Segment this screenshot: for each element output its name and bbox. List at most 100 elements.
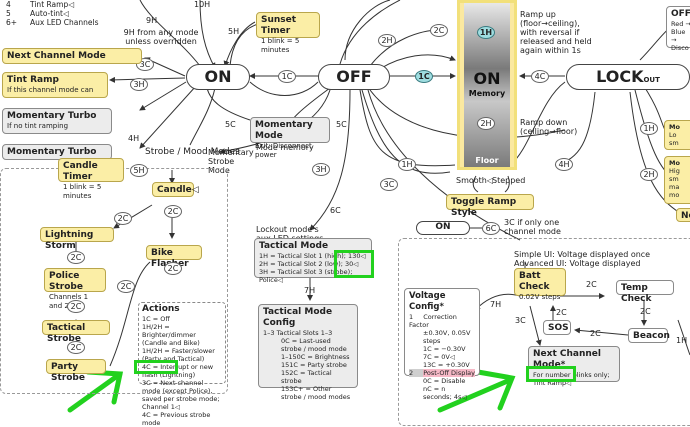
right-mom-box-1[interactable]: Mo Lo sm [664, 120, 690, 150]
edge-label-5h-sunset: 5H [228, 27, 240, 36]
table-row: 5 [6, 9, 11, 18]
ramp-floor-label: Floor [475, 156, 499, 165]
right-off-line: Blue → [671, 28, 686, 44]
toggle-ramp-box[interactable]: Toggle Ramp Style [446, 194, 534, 218]
highlight-tactical-defaults [334, 250, 374, 278]
edge-label-2c-lightning: 2C [114, 212, 132, 225]
tactical-mode-box[interactable]: Tactical Mode 1H = Tactical Slot 1 (high… [254, 238, 372, 284]
edge-label-1h: 1H [398, 158, 416, 171]
tactical-mode-line: 2H = Tactical Slot 2 (low); 30◁ [259, 260, 359, 268]
mode-memory-note: Mode memory [256, 143, 314, 152]
edge-label-2c-top: 2C [430, 24, 448, 37]
edge-label-10h: 10H [194, 0, 211, 9]
lightning-storm-box[interactable]: Lightning Storm [40, 227, 114, 251]
edge-label-3h-strobe: 3H [312, 163, 330, 176]
candle-timer-box[interactable]: Candle Timer 1 blink = 5 minutes [58, 158, 124, 200]
next-channel-box[interactable]: Next Channel Mode [2, 48, 142, 64]
right-mom-1-line: Mo [669, 123, 680, 131]
voltage-config-box[interactable]: Voltage Config* 1 Correction Factor ±0.3… [404, 288, 480, 401]
edge-label-2h-lock: 2H [640, 168, 658, 181]
edge-label-2c-party: 2C [67, 341, 85, 354]
edge-label-5c-b: 5C [336, 120, 347, 129]
right-off-line: Disco [671, 44, 689, 52]
lock-sub-label: OUT [643, 76, 660, 84]
voltage-config-l1: Correction Factor [409, 313, 457, 329]
toggle-on-state[interactable]: ON [416, 221, 470, 235]
lock-state[interactable]: LOCKOUT [566, 64, 690, 90]
edge-label-5h-cat: 5H [130, 164, 148, 177]
right-mom-1-line: Lo [669, 131, 677, 139]
lock-label: LOCK [596, 67, 644, 86]
sos-box[interactable]: SOS [543, 320, 571, 335]
momentary-mode-box[interactable]: Momentary Mode Exit: Disconnect power [250, 117, 330, 159]
candle-box[interactable]: Candle◁ [152, 182, 199, 197]
tactical-config-line: 1–150C = Brightness [281, 353, 350, 361]
on-state[interactable]: ON [186, 64, 250, 90]
voltage-config-n2: 2 [409, 369, 414, 377]
right-off-line: Red → [671, 20, 690, 28]
momentary-turbo-title-1: Momentary Turbo [7, 111, 97, 121]
momentary-turbo-box-1[interactable]: Momentary Turbo If no tint ramping [2, 108, 112, 134]
right-ne-box[interactable]: Ne [676, 208, 690, 222]
edge-label-6c: 6C [330, 206, 341, 215]
row-number: 4 [6, 0, 11, 9]
edge-label-1c-teal: 1C [415, 70, 433, 83]
right-mom-box-2[interactable]: Mo Hig sm ma mo [664, 156, 690, 204]
ramp-2h-badge: 2H [477, 117, 495, 130]
row-number: 5 [6, 9, 11, 18]
actions-title: Actions [142, 304, 180, 314]
candle-timer-sub: 1 blink = 5 minutes [63, 183, 102, 200]
edge-label-2c-bike: 2C [164, 262, 182, 275]
right-mom-2-line: Mo [669, 159, 680, 167]
party-strobe-box[interactable]: Party Strobe [46, 359, 106, 383]
tactical-config-box[interactable]: Tactical Mode Config 1–3 Tactical Slots … [258, 304, 358, 401]
edge-label-2c-tact: 2C [67, 300, 85, 313]
police-strobe-sub: Channels 1 and 2 [49, 293, 89, 310]
ramp-panel[interactable]: ON Memory Floor [457, 0, 517, 170]
batt-check-title: Batt Check [519, 271, 550, 292]
tactical-strobe-box[interactable]: Tactical Strobe [42, 320, 110, 344]
tint-ramp-box[interactable]: Tint Ramp If this channel mode can [2, 72, 108, 98]
bike-flasher-box[interactable]: Bike Flasher [146, 245, 202, 269]
actions-line: 1C = Off [142, 315, 170, 323]
actions-line: saved per strobe mode; [142, 395, 220, 403]
edge-label-3c-bnext: 3C [515, 316, 526, 325]
right-mom-2-line: mo [669, 191, 680, 199]
tint-ramp-sub: If this channel mode can [7, 86, 94, 94]
voltage-config-title: Voltage Config* [409, 291, 446, 312]
batt-check-box[interactable]: Batt Check 0.02V steps [514, 268, 566, 301]
beacon-box[interactable]: Beacon [628, 328, 670, 343]
right-off-title: OFF [671, 9, 690, 19]
simple-ui-note-1: Simple UI: Voltage displayed once [514, 250, 651, 259]
toggle-stepped-label: Stepped [492, 176, 526, 185]
candle-timer-title: Candle Timer [63, 161, 98, 182]
actions-line: 1H/2H = Brighter/dimmer (Candle and Bike… [142, 323, 200, 347]
voltage-config-line: ±0.30V, 0.05V steps [423, 329, 471, 345]
edge-label-2h-top: 2H [378, 34, 396, 47]
next-channel-star-line: Tint Ramp◁ [533, 379, 572, 387]
temp-check-box[interactable]: Temp Check [616, 280, 674, 304]
momentary-strobe-note: Momentary Strobe Mode [208, 148, 254, 175]
voltage-config-line: nC = n seconds; 4s◁ [423, 385, 467, 401]
right-off-box[interactable]: OFF Red → Blue → Disco [666, 6, 690, 52]
momentary-mode-title: Momentary Mode [255, 120, 313, 141]
momentary-turbo-box-2[interactable]: Momentary Turbo [2, 144, 112, 160]
highlight-tint-ramp-default [526, 366, 576, 382]
toggle-smooth-label: Smooth◁ [456, 176, 494, 185]
right-mom-2-line: ma [669, 183, 680, 191]
right-mom-2-line: Hig [669, 167, 680, 175]
top-left-table: 4 Tint Ramp◁ 5 Auto-tint◁ 6+ Aux LED Cha… [0, 0, 150, 34]
voltage-config-line: 13C = +0.30V [423, 361, 470, 369]
toggle-note: 3C if only one channel mode [504, 218, 561, 236]
off-state[interactable]: OFF [318, 64, 390, 90]
row-number: 6+ [6, 18, 18, 27]
sunset-timer-box[interactable]: Sunset Timer 1 blink = 5 minutes [256, 12, 320, 54]
momentary-turbo-sub-1: If no tint ramping [7, 122, 69, 130]
highlight-channel-default [134, 360, 178, 374]
police-strobe-box[interactable]: Police Strobe Channels 1 and 2 [44, 268, 106, 310]
next-channel-star-title: Next Channel Mode* [533, 349, 601, 370]
ramp-down-note: Ramp down (ceiling→floor) [520, 118, 578, 136]
edge-label-2c-loop: 2C [117, 280, 135, 293]
sunset-timer-title: Sunset Timer [261, 15, 297, 36]
edge-label-3c-batt: 3C [380, 178, 398, 191]
